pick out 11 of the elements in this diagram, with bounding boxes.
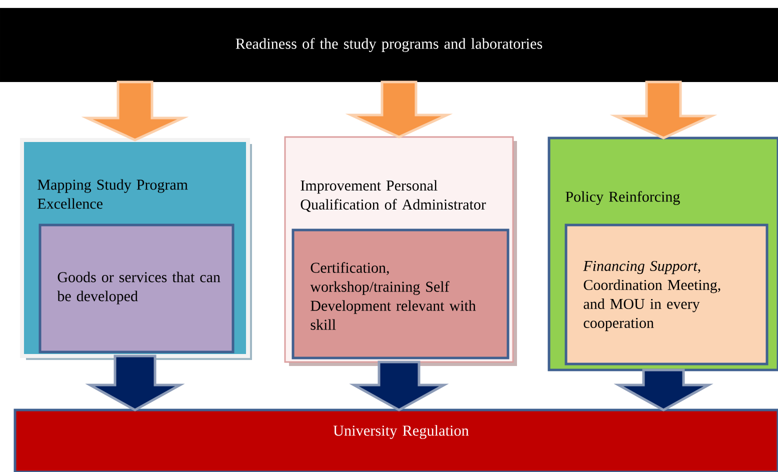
header-bar: Readiness of the study programs and laboratories [0,8,778,82]
detail-box: Financing Support, Coordination Meeting, and MOU in every cooperation [564,224,768,366]
block-arrow [349,360,449,412]
block-arrow [614,368,714,412]
detail-box: Certification, workshop/training Self Development relevant with skill [292,228,510,360]
block-arrow [345,80,453,138]
block-arrow [610,80,718,140]
base-bar: University Regulation [14,408,778,472]
detail-box: Goods or services that can be developed [38,224,234,354]
block-arrow [81,80,189,142]
block-arrow [85,354,185,412]
